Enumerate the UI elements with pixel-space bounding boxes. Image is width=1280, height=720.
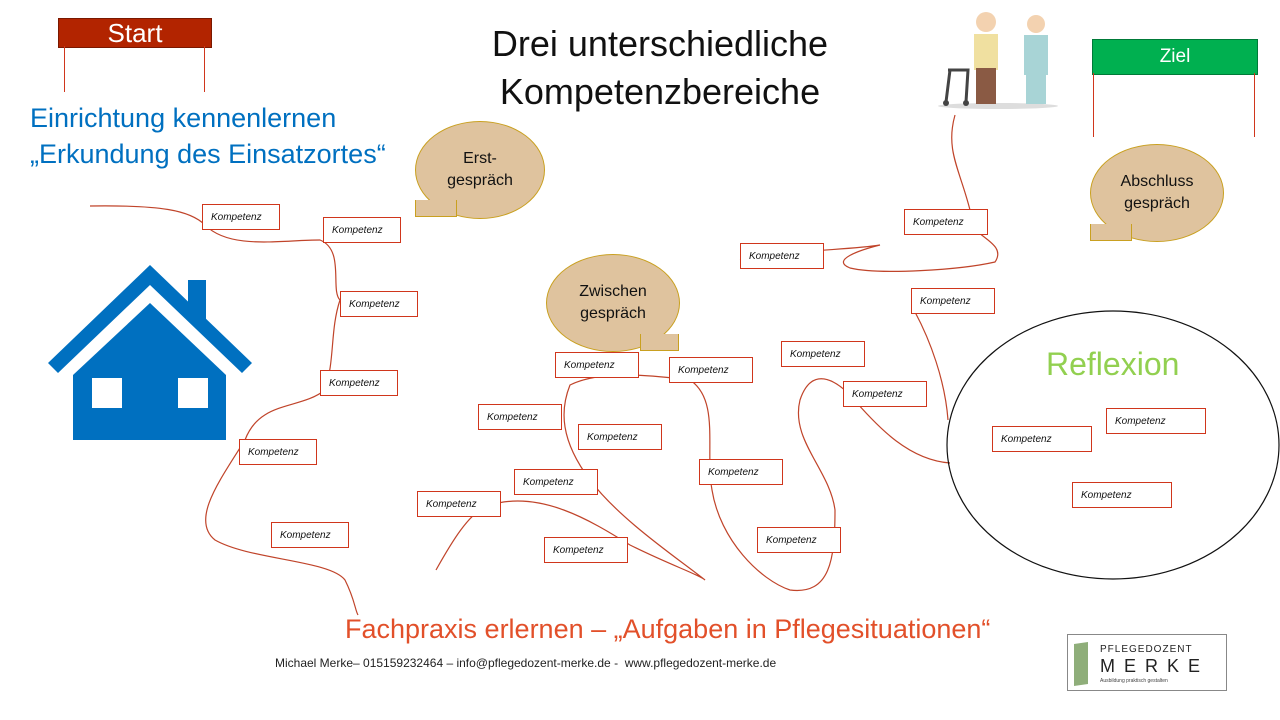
house-icon bbox=[48, 265, 252, 440]
competency-box: Kompetenz bbox=[992, 426, 1092, 452]
bubble-text: Abschluss bbox=[1120, 172, 1194, 190]
title-line: Kompetenzbereiche bbox=[499, 71, 821, 112]
bubble-text: Erst- bbox=[463, 149, 497, 167]
competency-box: Kompetenz bbox=[757, 527, 841, 553]
competency-box: Kompetenz bbox=[271, 522, 349, 548]
competency-box: Kompetenz bbox=[1106, 408, 1206, 434]
competency-box: Kompetenz bbox=[340, 291, 418, 317]
bubble-tail bbox=[1090, 224, 1132, 241]
competency-box: Kompetenz bbox=[417, 491, 501, 517]
competency-box: Kompetenz bbox=[514, 469, 598, 495]
title-line: Drei unterschiedliche bbox=[491, 23, 829, 64]
bubble-text: Zwischen bbox=[579, 282, 647, 300]
bubble-tail bbox=[415, 200, 457, 217]
logo-line2: MERKE bbox=[1100, 656, 1210, 676]
goal-pole bbox=[1093, 73, 1094, 137]
page-title: Drei unterschiedliche Kompetenzbereiche bbox=[420, 20, 900, 116]
logo-line1: PFLEGEDOZENT bbox=[1100, 644, 1193, 655]
competency-box: Kompetenz bbox=[239, 439, 317, 465]
reflection-heading: Reflexion bbox=[1046, 346, 1180, 382]
competency-box: Kompetenz bbox=[202, 204, 280, 230]
section-facility-line: Einrichtung kennenlernen bbox=[30, 103, 337, 133]
competency-box: Kompetenz bbox=[320, 370, 398, 396]
door-icon bbox=[1074, 642, 1088, 686]
bubble-text: gespräch bbox=[1124, 195, 1190, 212]
competency-box: Kompetenz bbox=[740, 243, 824, 269]
logo: PFLEGEDOZENT MERKE Ausbildung praktisch … bbox=[1067, 634, 1227, 691]
footer-contact: Michael Merke– 015159232464 – info@pfleg… bbox=[275, 656, 777, 670]
section-practice: Fachpraxis erlernen – „Aufgaben in Pfleg… bbox=[345, 614, 991, 644]
competency-box: Kompetenz bbox=[1072, 482, 1172, 508]
goal-label: Ziel bbox=[1159, 46, 1191, 67]
reflection-circle bbox=[946, 310, 1280, 580]
start-label: Start bbox=[107, 18, 163, 48]
competency-box: Kompetenz bbox=[555, 352, 639, 378]
competency-box: Kompetenz bbox=[578, 424, 662, 450]
bubble-tail bbox=[640, 334, 679, 351]
competency-box: Kompetenz bbox=[843, 381, 927, 407]
competency-box: Kompetenz bbox=[911, 288, 995, 314]
competency-box: Kompetenz bbox=[544, 537, 628, 563]
caregiver-illustration-icon bbox=[938, 12, 1058, 109]
competency-box: Kompetenz bbox=[699, 459, 783, 485]
section-facility-line: „Erkundung des Einsatzortes“ bbox=[30, 139, 386, 169]
section-facility: Einrichtung kennenlernen „Erkundung des … bbox=[30, 100, 386, 172]
competency-box: Kompetenz bbox=[323, 217, 401, 243]
competency-box: Kompetenz bbox=[669, 357, 753, 383]
bubble-text: gespräch bbox=[580, 305, 646, 322]
logo-tagline: Ausbildung praktisch gestalten bbox=[1100, 678, 1168, 684]
bubble-text: gespräch bbox=[447, 172, 513, 189]
start-pole bbox=[204, 46, 205, 92]
competency-box: Kompetenz bbox=[904, 209, 988, 235]
goal-pole bbox=[1254, 73, 1255, 137]
goal-flag: Ziel bbox=[1092, 39, 1258, 75]
start-flag: Start bbox=[58, 18, 212, 48]
competency-box: Kompetenz bbox=[478, 404, 562, 430]
competency-box: Kompetenz bbox=[781, 341, 865, 367]
first-conversation-bubble: Erst-gespräch bbox=[415, 121, 545, 219]
start-pole bbox=[64, 46, 65, 92]
